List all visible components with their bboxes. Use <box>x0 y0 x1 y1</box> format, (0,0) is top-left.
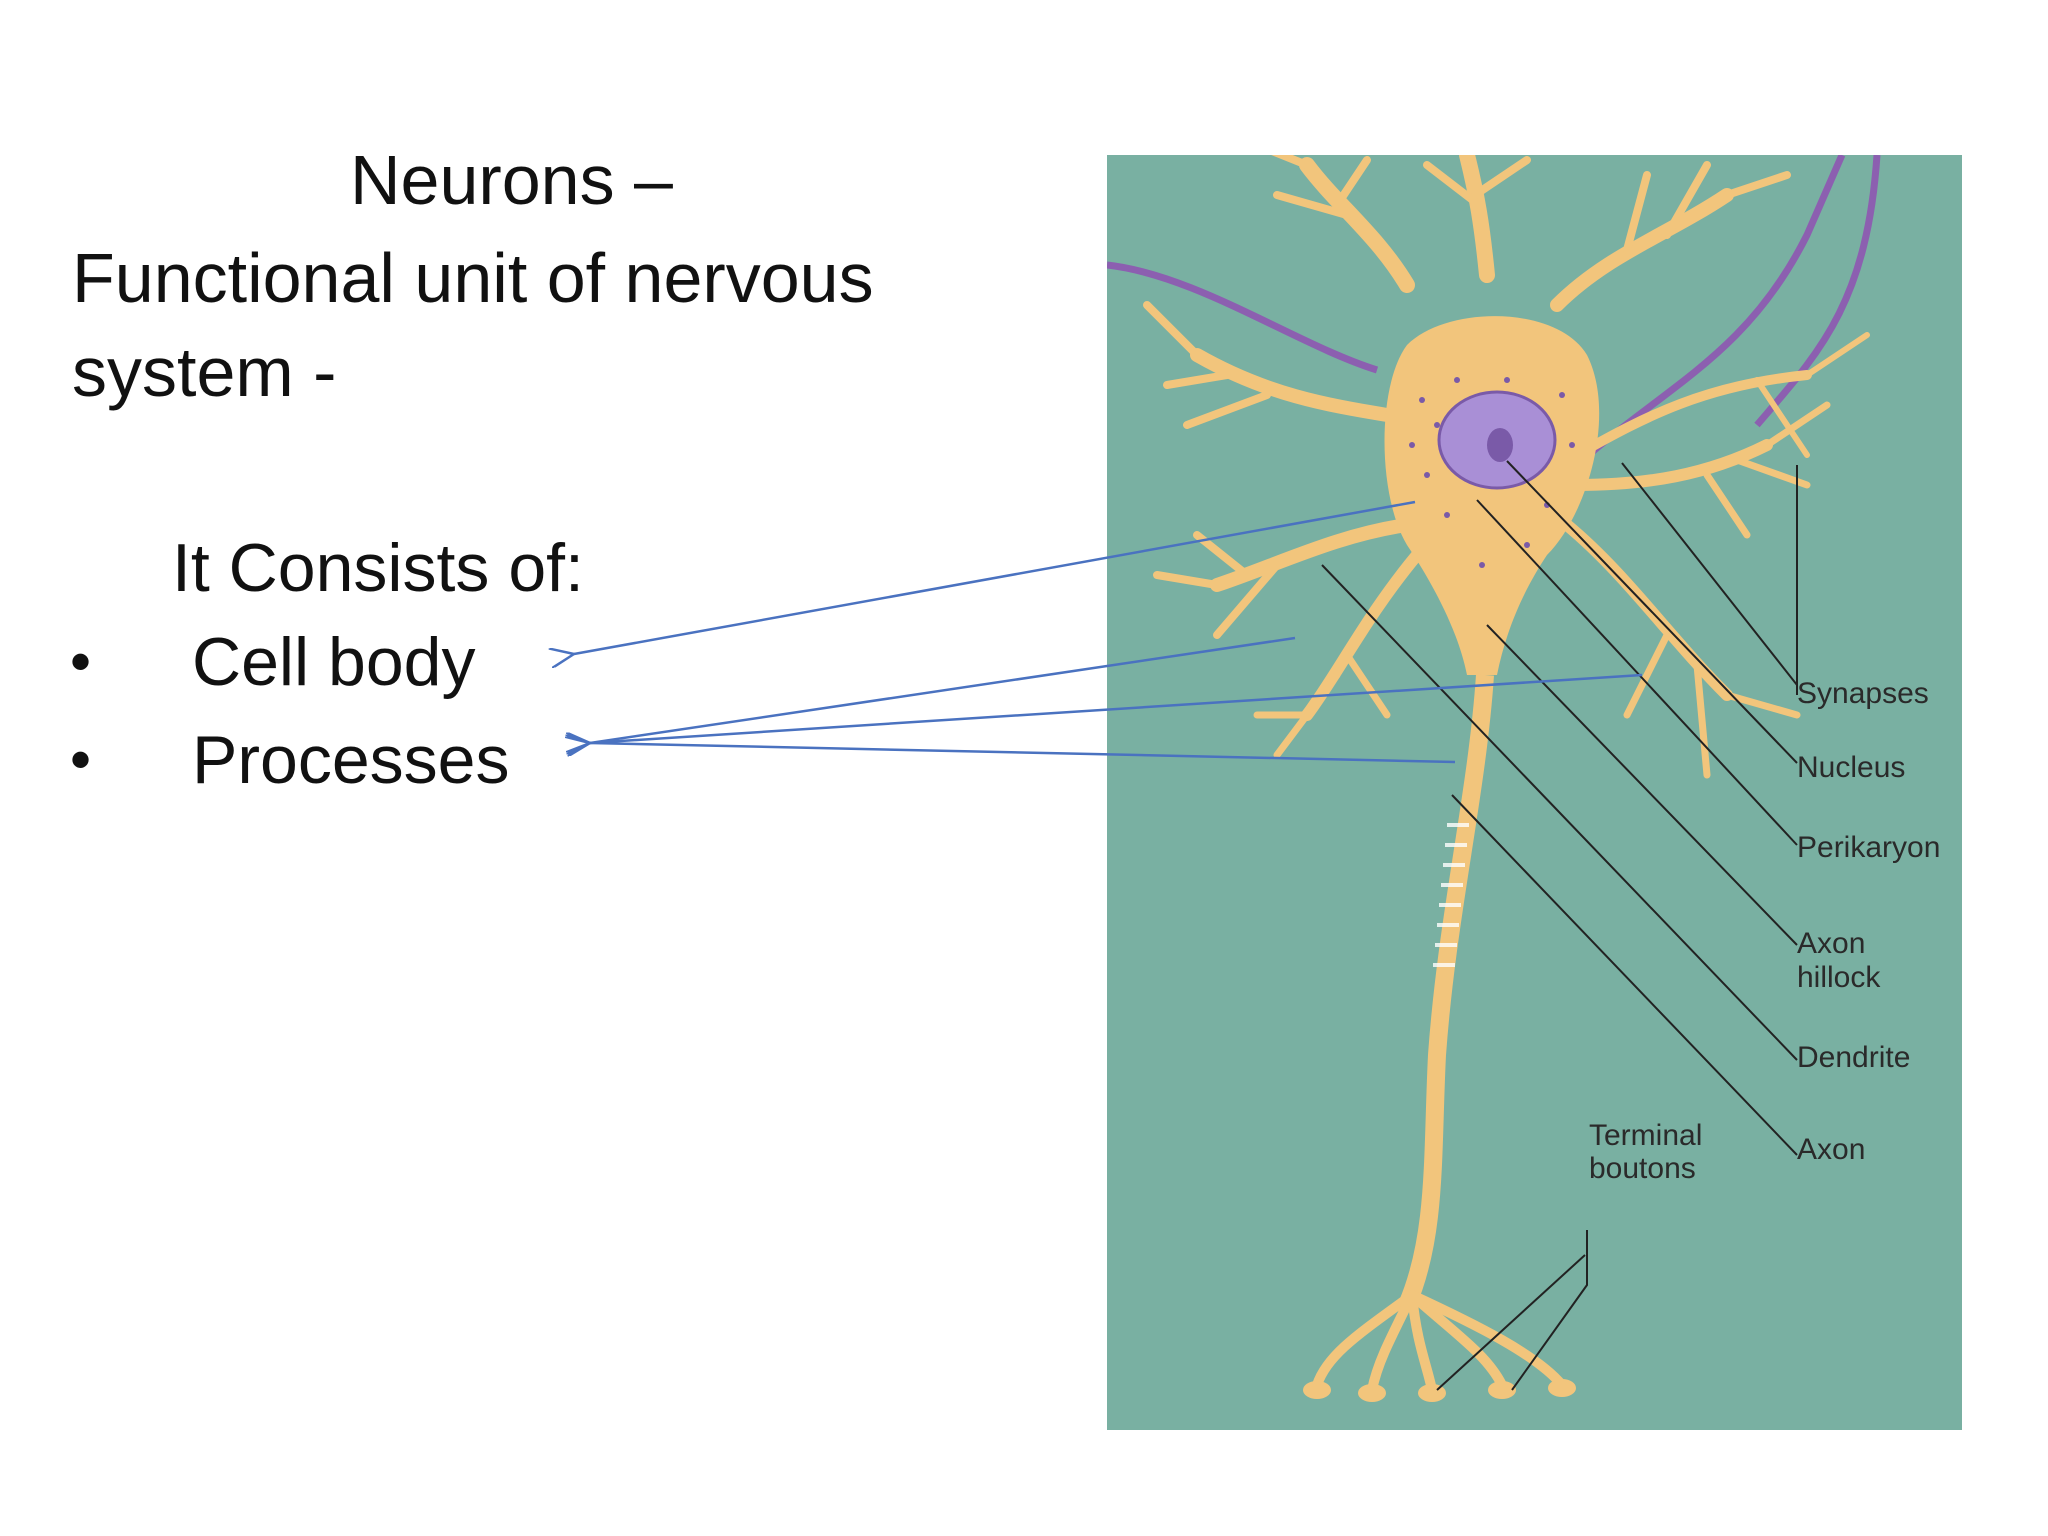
item-cell-body: Cell body <box>192 624 476 700</box>
consists-heading: It Consists of: <box>172 530 584 606</box>
bullet-icon: • <box>70 726 92 793</box>
title-line-1: Neurons – <box>350 141 673 219</box>
label-nucleus: Nucleus <box>1797 751 1906 784</box>
label-axon-hillock-2: hillock <box>1797 961 1881 994</box>
bullet-icon: • <box>70 628 92 695</box>
item-processes: Processes <box>192 722 510 798</box>
neuron-diagram: Synapses Nucleus Perikaryon Axon hillock… <box>1107 155 1962 1430</box>
label-dendrite: Dendrite <box>1797 1041 1911 1074</box>
label-synapses: Synapses <box>1797 677 1929 710</box>
neuron-illustration <box>1107 155 1881 1402</box>
label-terminal-boutons-1: Terminal <box>1589 1119 1703 1152</box>
label-axon-hillock-1: Axon <box>1797 927 1866 960</box>
title-line-3: system - <box>72 333 337 411</box>
label-axon: Axon <box>1797 1133 1866 1166</box>
title-line-2: Functional unit of nervous <box>72 239 874 317</box>
label-perikaryon: Perikaryon <box>1797 831 1941 864</box>
label-terminal-boutons-2: boutons <box>1589 1152 1696 1185</box>
